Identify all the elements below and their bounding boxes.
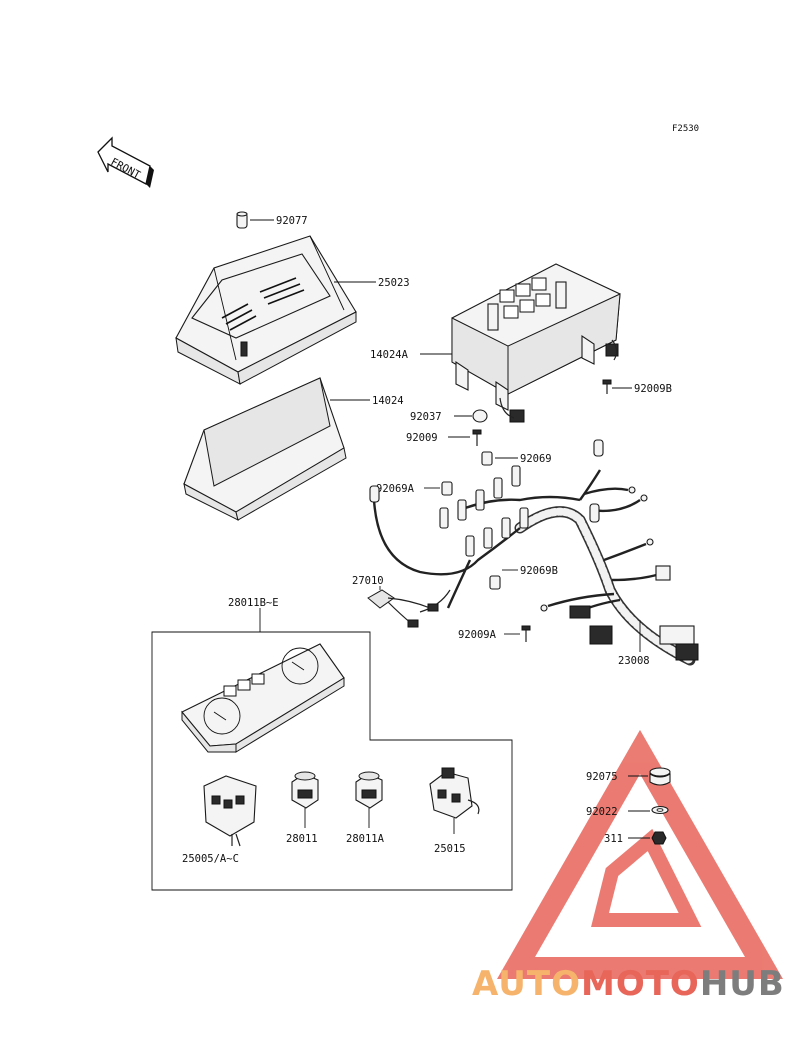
label-92069B: 92069B <box>520 565 558 577</box>
part-28011-bulb: 28011 <box>286 771 319 845</box>
part-28011A-bulb: 28011A <box>346 771 385 845</box>
label-92009: 92009 <box>406 432 438 444</box>
label-25005: 25005/A~C <box>182 853 239 865</box>
part-92037-clamp: 92037 <box>410 409 488 423</box>
label-28011B-E: 28011B~E <box>228 597 279 609</box>
part-14024-meter-case: 14024 <box>183 377 404 521</box>
front-arrow: FRONT <box>97 136 154 188</box>
part-25005-switch: 25005/A~C <box>182 775 257 865</box>
label-23008: 23008 <box>618 655 650 667</box>
label-92075: 92075 <box>586 771 618 783</box>
part-28011B-E-meter-board <box>181 643 345 753</box>
part-92009-screw: 92009 <box>406 429 482 446</box>
part-92077: 92077 <box>236 211 308 229</box>
watermark-moto: MOTO <box>581 964 700 1004</box>
part-92022-washer: 92022 <box>586 805 669 818</box>
label-92069A: 92069A <box>376 483 415 495</box>
label-311: 311 <box>604 833 623 845</box>
part-92009A-screw: 92009A <box>458 625 531 642</box>
part-92069A-socket: 92069A <box>376 481 453 496</box>
watermark-auto: AUTO <box>472 964 581 1004</box>
part-23008-wire-harness: 23008 <box>369 439 699 667</box>
label-27010: 27010 <box>352 575 384 587</box>
part-92075-grommet: 92075 <box>586 767 671 786</box>
part-14024A-meter-housing: 14024A <box>370 263 621 423</box>
part-92009B-screw: 92009B <box>602 379 672 395</box>
label-28011A: 28011A <box>346 833 385 845</box>
watermark-text: AUTOMOTOHUB <box>472 964 785 1004</box>
label-28011: 28011 <box>286 833 318 845</box>
part-92069B-socket: 92069B <box>489 565 558 590</box>
part-311-nut: 311 <box>604 831 667 845</box>
label-92009B: 92009B <box>634 383 672 395</box>
watermark-hub: HUB <box>700 964 785 1004</box>
label-25015: 25015 <box>434 843 466 855</box>
part-25023-meter-cover: 25023 <box>175 235 410 385</box>
meter-kit-group: 28011B~E 25005/A~C <box>151 597 513 891</box>
label-92077: 92077 <box>276 215 308 227</box>
label-92009A: 92009A <box>458 629 497 641</box>
label-14024: 14024 <box>372 395 404 407</box>
label-92037: 92037 <box>410 411 442 423</box>
part-92069-socket: 92069 <box>481 451 552 466</box>
part-25015-switch: 25015 <box>429 767 480 855</box>
label-92069: 92069 <box>520 453 552 465</box>
label-14024A: 14024A <box>370 349 409 361</box>
label-92022: 92022 <box>586 806 618 818</box>
figure-code: F2530 <box>672 124 699 134</box>
watermark-logo <box>497 729 783 979</box>
part-27010-sensor: 27010 <box>352 575 439 628</box>
label-25023: 25023 <box>378 277 410 289</box>
